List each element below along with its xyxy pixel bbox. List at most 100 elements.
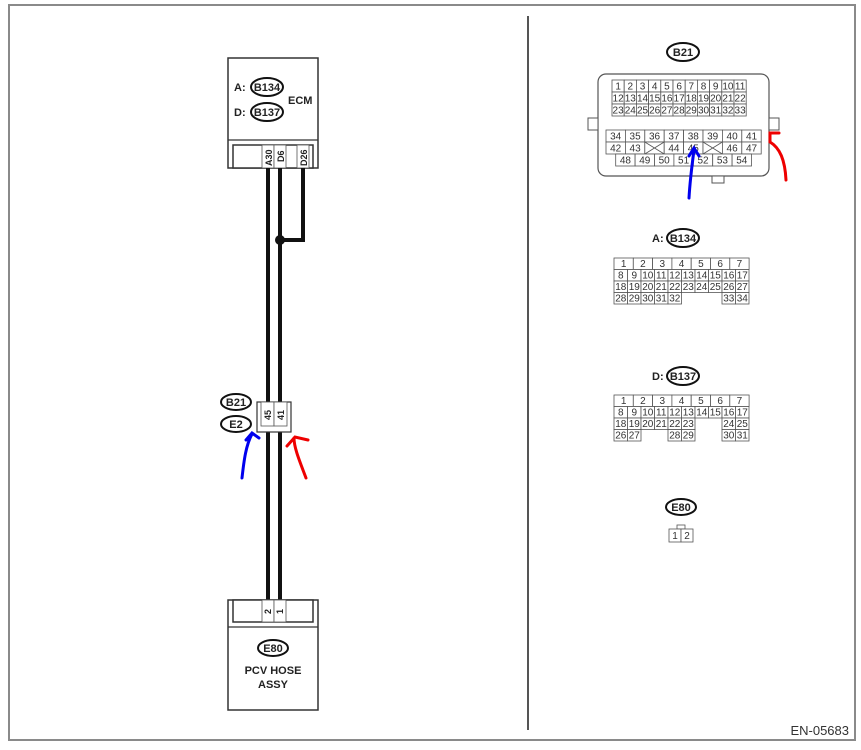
b137-pin-4-label: 4: [679, 396, 685, 407]
b21-pin-47-label: 47: [746, 144, 758, 155]
b21-pin-14-label: 14: [637, 94, 649, 105]
wire-harness: [266, 168, 305, 600]
b134-pin-18-label: 18: [615, 282, 627, 293]
b21-pin-54-label: 54: [736, 156, 748, 167]
b21-pin-32-label: 32: [722, 106, 734, 117]
b134-pin-25-label: 25: [710, 282, 722, 293]
b134-pin-19-label: 19: [629, 282, 641, 293]
junction-pin-45: 45: [263, 410, 273, 420]
b21-pin-29-label: 29: [686, 106, 698, 117]
ecm-connector-d-prefix: D:: [234, 107, 246, 119]
b137-pin-2-label: 2: [640, 396, 646, 407]
junction-pin-41: 41: [276, 410, 286, 420]
b134-pin-32-label: 32: [669, 294, 681, 305]
ecm-connector-a-id: B134: [254, 82, 281, 94]
b21-pin-50-label: 50: [659, 156, 671, 167]
junction-e2-oval: [220, 415, 252, 433]
b137-pin-24-label: 24: [723, 419, 735, 430]
b137-pin-8-label: 8: [618, 408, 624, 419]
b21-pin-37-label: 37: [668, 132, 680, 143]
b134-pin-5-label: 5: [698, 259, 704, 270]
b21-pin-22-label: 22: [735, 94, 747, 105]
ecm-connector-a-prefix: A:: [234, 82, 246, 94]
b137-pin-21-label: 21: [656, 419, 668, 430]
b137-id: B137: [670, 371, 696, 383]
b137-pin-28-label: 28: [669, 431, 681, 442]
e80-pin-1: 1: [672, 531, 678, 542]
b137-pin-7-label: 7: [737, 396, 743, 407]
b134-pin-15-label: 15: [710, 271, 722, 282]
pcv-label-line2: ASSY: [258, 679, 289, 691]
b21-pin-46-label: 46: [727, 144, 739, 155]
b137-pin-31-cell: [735, 429, 750, 442]
pcv-pin-2: 2: [263, 609, 273, 614]
b21-pin-9-label: 9: [713, 82, 719, 93]
b134-pin-21-label: 21: [656, 282, 668, 293]
b21-pin-11-label: 11: [735, 82, 746, 93]
b21-pin-12-label: 12: [613, 94, 625, 105]
b134-id: B134: [670, 233, 697, 245]
wire-d26-splice: [280, 168, 305, 242]
b137-pin-30-label: 30: [723, 431, 735, 442]
b21-pin-18-label: 18: [686, 94, 698, 105]
ecm-pin-d26: D26: [299, 149, 309, 166]
b134-pin-32-cell: [667, 292, 682, 305]
junction-b21-oval: [220, 393, 252, 411]
b134-pin-27-label: 27: [737, 282, 749, 293]
b137-pin-27-cell: [627, 429, 642, 442]
b21-pin-21-label: 21: [722, 94, 734, 105]
b21-pin-6-label: 6: [676, 82, 682, 93]
b21-pin-2-label: 2: [628, 82, 634, 93]
b21-pin-1-label: 1: [615, 82, 621, 93]
b134-pin-11-label: 11: [656, 271, 667, 282]
b134-oval: [666, 228, 700, 248]
b137-pin-6-label: 6: [717, 396, 723, 407]
b137-pin-10-label: 10: [642, 408, 654, 419]
pcv-hose-assy: 2 1 E80 PCV HOSE ASSY: [227, 599, 319, 711]
b21-pin-4-label: 4: [652, 82, 658, 93]
b21-pin-15-label: 15: [649, 94, 661, 105]
b137-pin-17-label: 17: [737, 408, 749, 419]
b21-pin-54-cell: [731, 153, 752, 167]
b21-id: B21: [673, 47, 693, 59]
b134-pin-28-label: 28: [615, 294, 627, 305]
b21-pin-7-label: 7: [689, 82, 695, 93]
diagram-code: EN-05683: [790, 723, 849, 738]
b137-pin-18-label: 18: [615, 419, 627, 430]
b137-pin-20-label: 20: [642, 419, 654, 430]
b134-pin-10-label: 10: [642, 271, 654, 282]
b137-pin-9-label: 9: [631, 408, 637, 419]
b137-pin-16-label: 16: [723, 408, 735, 419]
b134-pin-9-label: 9: [631, 271, 637, 282]
diagram-frame: [8, 4, 856, 741]
b134-pin-26-label: 26: [723, 282, 735, 293]
b134-pin-34-cell: [735, 292, 750, 305]
b21-oval: [666, 42, 700, 62]
splice-point: [275, 235, 285, 245]
b134-pin-24-label: 24: [696, 282, 708, 293]
b134-pin-2-label: 2: [640, 259, 646, 270]
b134-pin-4-label: 4: [679, 259, 685, 270]
b21-blue-arrow: [687, 145, 701, 200]
b134-pin-13-label: 13: [683, 271, 695, 282]
b137-pin-14-label: 14: [696, 408, 708, 419]
b137-pin-27-label: 27: [629, 431, 641, 442]
ecm-pin-a30: A30: [264, 149, 274, 166]
b21-pin-31-label: 31: [710, 106, 722, 117]
b21-pin-49-label: 49: [639, 156, 651, 167]
b134-pin-8-label: 8: [618, 271, 624, 282]
b21-red-arrow: [768, 131, 788, 182]
b21-pin-8-label: 8: [701, 82, 707, 93]
b137-pin-3-label: 3: [659, 396, 665, 407]
b134-pin-7-label: 7: [737, 259, 743, 270]
b137-pin-19-label: 19: [629, 419, 641, 430]
b134-pin-23-label: 23: [683, 282, 695, 293]
b134-pin-29-label: 29: [629, 294, 641, 305]
b21-pin-23-label: 23: [613, 106, 625, 117]
b137-pin-29-cell: [681, 429, 696, 442]
pcv-connector-id: E80: [263, 643, 283, 655]
